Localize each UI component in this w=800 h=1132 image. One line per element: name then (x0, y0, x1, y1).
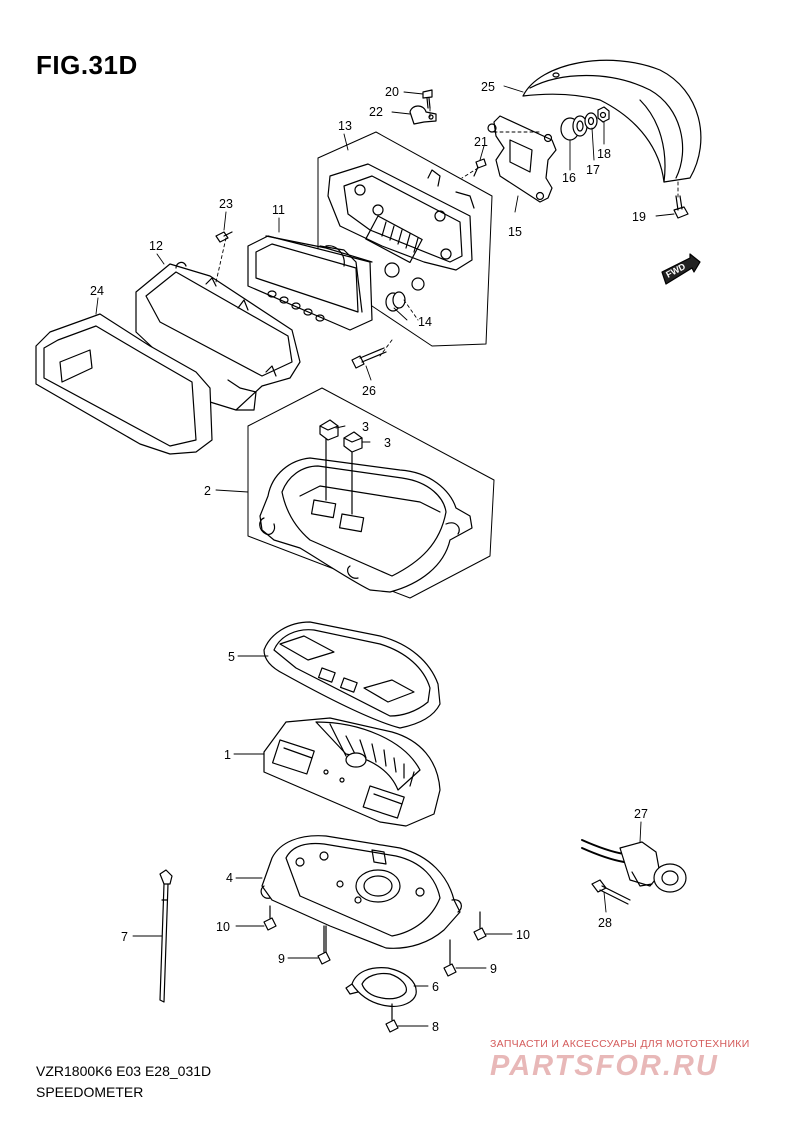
part-17-washer (584, 112, 598, 130)
callout-19: 19 (632, 210, 646, 224)
part-24-visor (35, 313, 213, 455)
callout-labels: 25 20 22 21 13 23 11 12 24 14 26 15 16 1… (90, 80, 648, 1034)
part-11-indicator-lens (247, 235, 373, 331)
part-5-lens (263, 621, 441, 729)
part-7-cable-tie (159, 869, 173, 1003)
part-18-nut (597, 106, 610, 123)
leader-lines (95, 85, 675, 1027)
part-26-screw (351, 347, 387, 369)
part-28-screw (591, 879, 631, 905)
callout-23: 23 (219, 197, 233, 211)
part-9-screw-a (317, 925, 331, 965)
callout-6: 6 (432, 980, 439, 994)
callout-3b: 3 (384, 436, 391, 450)
assembly-guide-lines (215, 107, 679, 357)
callout-2: 2 (204, 484, 211, 498)
callout-4: 4 (226, 871, 233, 885)
callout-7: 7 (121, 930, 128, 944)
part-23-screw (215, 231, 233, 243)
section-name: SPEEDOMETER (36, 1084, 144, 1100)
part-9-screw-b (443, 939, 457, 977)
part-10-screw-a (263, 905, 277, 931)
part-10-screw-b (473, 911, 487, 941)
part-3-grommet-a (319, 419, 339, 441)
fwd-arrow-icon: FWD (661, 253, 701, 285)
callout-21: 21 (474, 135, 488, 149)
figure-title: FIG.31D (36, 50, 138, 80)
callout-8: 8 (432, 1020, 439, 1034)
callout-24: 24 (90, 284, 104, 298)
callout-5: 5 (228, 650, 235, 664)
part-20-screw (422, 89, 433, 109)
part-22-clamp (409, 105, 437, 125)
part-3-grommet-b (343, 431, 363, 453)
callout-16: 16 (562, 171, 576, 185)
callout-18: 18 (597, 147, 611, 161)
part-27-speed-sensor (581, 839, 687, 893)
model-code: VZR1800K6 E03 E28_031D (36, 1063, 212, 1079)
callout-22: 22 (369, 105, 383, 119)
part-1-meter-assembly (263, 717, 441, 827)
part-6-retainer-ring (345, 967, 417, 1007)
part-4-lower-case (260, 835, 462, 949)
callout-26: 26 (362, 384, 376, 398)
part-21-screw (473, 158, 487, 177)
callout-11: 11 (272, 203, 285, 217)
part-15-bracket (487, 115, 557, 203)
part-14-grommet (385, 291, 406, 312)
callout-1: 1 (224, 748, 231, 762)
part-16-grommet (560, 115, 588, 141)
callout-10a: 10 (216, 920, 230, 934)
callout-20: 20 (385, 85, 399, 99)
callout-12: 12 (149, 239, 163, 253)
callout-28: 28 (598, 916, 612, 930)
watermark-brand: PARTSFOR.RU (490, 1050, 719, 1082)
part-8-screw (385, 1003, 399, 1033)
callout-3a: 3 (362, 420, 369, 434)
callout-15: 15 (508, 225, 522, 239)
callout-13: 13 (338, 119, 352, 133)
callout-27: 27 (634, 807, 648, 821)
part-19-bolt (673, 195, 689, 219)
callout-14: 14 (418, 315, 432, 329)
callout-17: 17 (586, 163, 600, 177)
callout-9b: 9 (490, 962, 497, 976)
callout-9a: 9 (278, 952, 285, 966)
watermark-tagline: ЗАПЧАСТИ И АКСЕССУАРЫ ДЛЯ МОТОТЕХНИКИ (490, 1038, 750, 1050)
part-2-meter-case-group (247, 387, 495, 599)
part-25-rear-cover (522, 59, 702, 183)
callout-25: 25 (481, 80, 495, 94)
callout-10b: 10 (516, 928, 530, 942)
